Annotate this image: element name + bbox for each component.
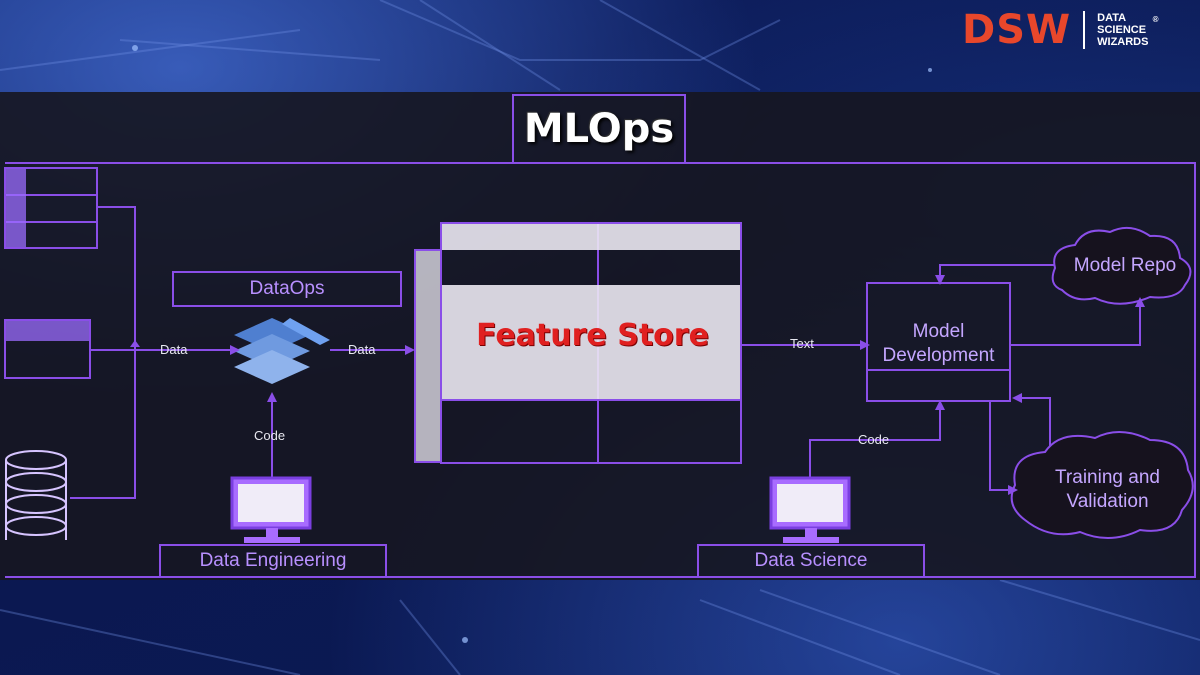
arrowhead	[1135, 297, 1145, 307]
arrowhead	[130, 340, 140, 347]
text-label: Text	[790, 336, 814, 351]
title-box	[512, 94, 686, 164]
feature-store-frame	[440, 222, 742, 464]
arrowhead	[1008, 485, 1018, 495]
dataops-layers-icon	[234, 318, 330, 384]
data-science-label: Data Science	[754, 550, 868, 571]
database-icon	[5, 450, 67, 540]
data-science-box	[697, 544, 925, 578]
data-in-label: Data	[160, 342, 188, 357]
arrowhead	[935, 275, 945, 285]
arrowhead	[860, 340, 870, 350]
page-title: MLOps	[523, 106, 675, 152]
training-validation-line-1: Training and	[1055, 467, 1160, 488]
model-development-label: Model Development	[867, 320, 1010, 368]
arrowhead	[405, 345, 415, 355]
training-validation-label: Training and Validation	[1035, 466, 1180, 514]
dsw-logo: DSW DATA SCIENCE WIZARDS ®	[962, 7, 1158, 53]
model-development-box	[866, 282, 1011, 402]
dataops-box	[172, 271, 402, 307]
outer-frame	[5, 162, 1196, 578]
arrowhead	[1012, 393, 1022, 403]
logo-text-line-1: DATA	[1097, 12, 1127, 24]
data-engineering-label: Data Engineering	[199, 550, 347, 571]
arrowhead	[267, 392, 277, 402]
arrowhead	[230, 345, 240, 355]
feature-store-label: Feature Store	[476, 317, 709, 353]
code-engineering-label: Code	[254, 428, 286, 443]
training-validation-cloud	[1010, 431, 1194, 540]
logo-text-line-2: SCIENCE	[1097, 24, 1147, 36]
model-development-line-2: Development	[882, 345, 995, 366]
logo-divider	[1083, 11, 1086, 49]
registered-mark: ®	[1152, 15, 1159, 24]
logo-text: DATA SCIENCE WIZARDS ®	[1097, 12, 1158, 48]
logo-text-line-3: WIZARDS	[1097, 36, 1149, 48]
code-science-label: Code	[858, 432, 890, 447]
logo-mark: DSW	[962, 7, 1072, 53]
model-repo-label: Model Repo	[1073, 255, 1177, 276]
data-engineering-box	[159, 544, 387, 578]
monitor-icon-engineering	[230, 476, 312, 543]
dataops-label: DataOps	[249, 278, 325, 299]
monitor-icon-science	[769, 476, 851, 543]
data-out-label: Data	[348, 342, 376, 357]
model-development-line-1: Model	[912, 321, 965, 342]
training-validation-line-2: Validation	[1066, 491, 1149, 512]
arrowhead	[935, 400, 945, 410]
model-repo-cloud	[1051, 226, 1192, 305]
